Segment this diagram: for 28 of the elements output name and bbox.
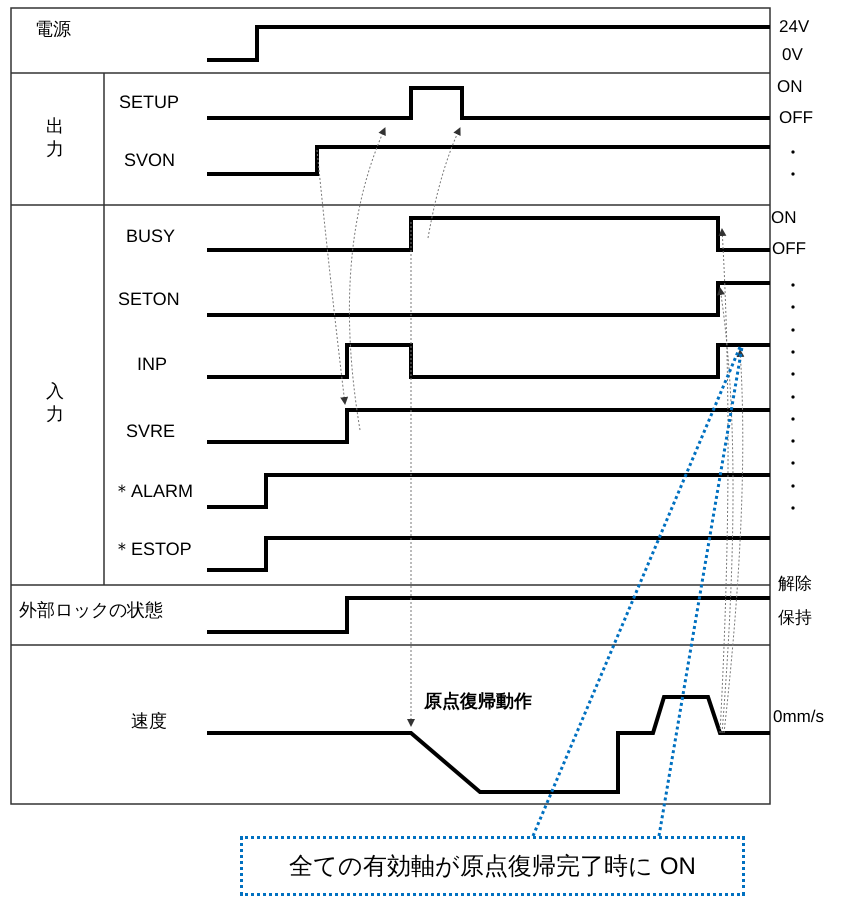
annotation: 原点復帰動作	[424, 692, 532, 712]
level-label: 0mm/s	[773, 708, 824, 727]
level-label: OFF	[779, 109, 813, 128]
leader-line	[532, 346, 742, 837]
row-label: 電源	[35, 20, 71, 40]
group-label: 出力	[46, 115, 65, 162]
level-label: ON	[771, 209, 796, 228]
level-label: ON	[777, 78, 802, 97]
signal-label: SETON	[118, 290, 180, 310]
signal-label: SETUP	[119, 93, 180, 113]
leader-line	[658, 346, 744, 836]
level-label: OFF	[772, 240, 806, 259]
level-label: 保持	[778, 609, 812, 628]
row-label: 速度	[131, 712, 167, 732]
signal-label: SVON	[124, 151, 176, 171]
level-label: 解除	[778, 575, 812, 594]
signal-label: ＊ESTOP	[113, 540, 192, 560]
signal-waveform	[207, 343, 770, 379]
callout-box	[240, 836, 745, 896]
level-label: 0V	[782, 46, 803, 65]
signal-label: BUSY	[126, 227, 176, 247]
level-label: 24V	[779, 18, 810, 37]
row-label: 外部ロックの状態	[19, 601, 163, 621]
signal-label: ＊ALARM	[113, 482, 194, 502]
group-label: 入力	[46, 380, 65, 426]
signal-label: SVRE	[126, 422, 176, 442]
callout-text: 全ての有効軸が原点復帰完了時に ON	[289, 852, 696, 882]
signal-label: INP	[137, 355, 168, 375]
